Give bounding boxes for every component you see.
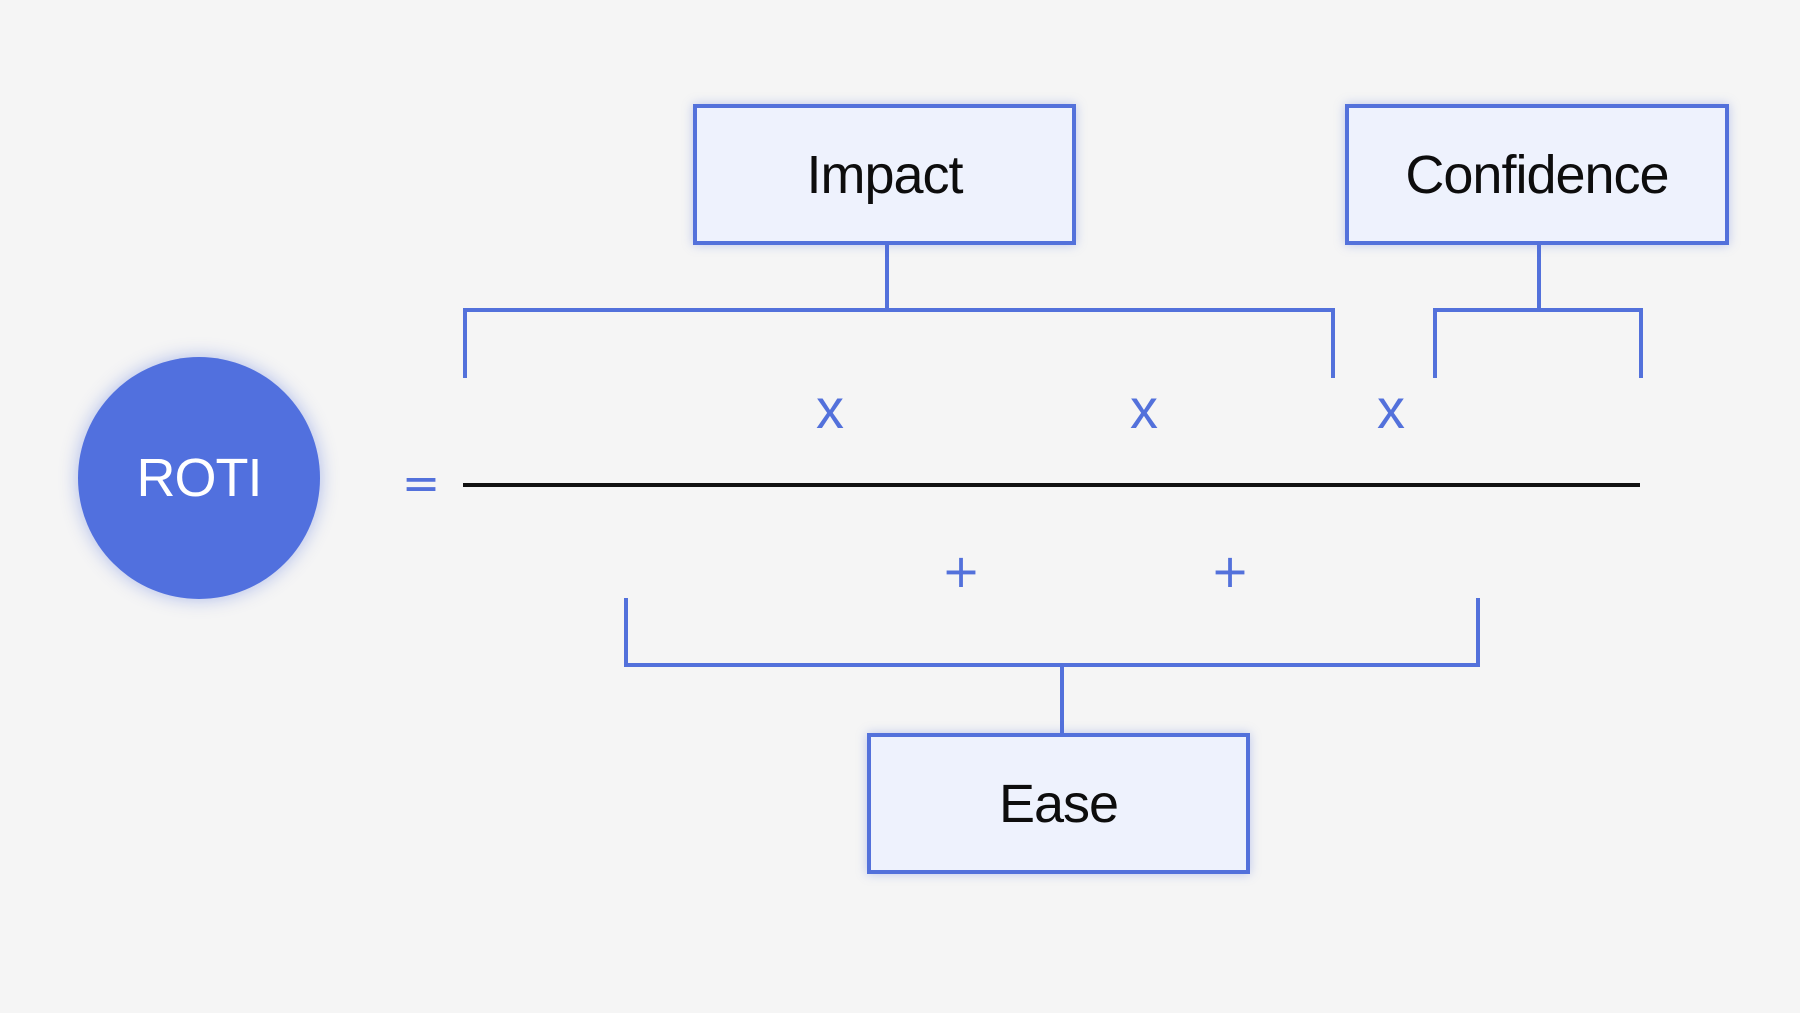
multiply-sign-2: x — [1130, 377, 1158, 440]
plus-sign-1: + — [941, 544, 981, 598]
confidence-label: Confidence — [1405, 144, 1669, 205]
equals-sign: = — [401, 456, 441, 510]
multiply-sign-1: x — [816, 377, 844, 440]
roti-circle: ROTI — [78, 357, 320, 599]
impact-label: Impact — [806, 144, 963, 205]
roti-label: ROTI — [136, 448, 263, 508]
confidence-box: Confidence — [1345, 104, 1729, 245]
plus-sign-2: + — [1210, 544, 1250, 598]
impact-box: Impact — [693, 104, 1076, 245]
ease-box: Ease — [867, 733, 1250, 874]
ease-label: Ease — [998, 773, 1119, 834]
multiply-sign-3: x — [1377, 377, 1405, 440]
